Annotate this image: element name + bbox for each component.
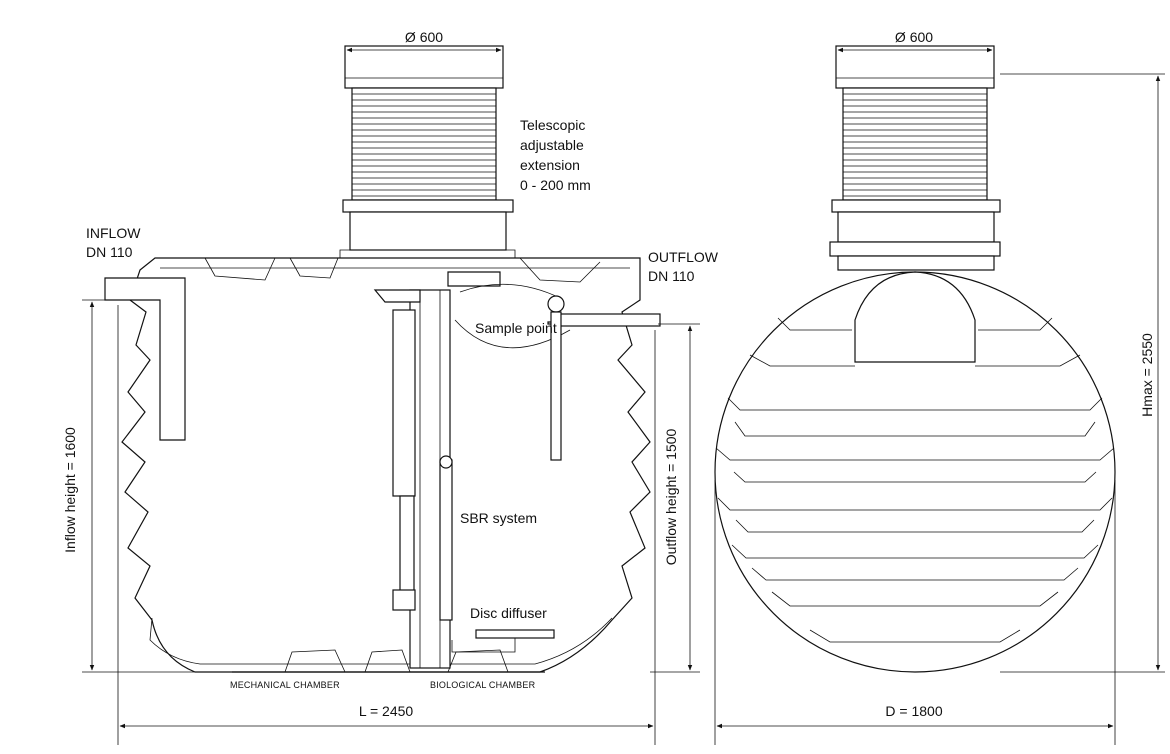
disc-diffuser — [475, 629, 555, 639]
outflow-height-dimension — [650, 323, 700, 673]
outflow-label-line-2: DN 110 — [648, 268, 695, 284]
biological-chamber-label: BIOLOGICAL CHAMBER — [430, 680, 536, 690]
mechanical-chamber-label: MECHANICAL CHAMBER — [230, 680, 340, 690]
outflow-height-label: Outflow height = 1500 — [663, 428, 679, 565]
telescopic-label-line-2: adjustable — [520, 137, 584, 153]
inflow-height-dimension — [82, 299, 230, 673]
telescopic-bellows-front — [842, 87, 988, 201]
inflow-height-label: Inflow height = 1600 — [62, 427, 78, 553]
shaft-collar-front — [835, 45, 995, 89]
diameter-dimension — [714, 480, 1116, 745]
shaft-diameter-left-label: Ø 600 — [405, 29, 443, 45]
outflow-label-line-1: OUTFLOW — [648, 249, 719, 265]
inflow-label-line-1: INFLOW — [86, 225, 141, 241]
sample-point-label: Sample point — [475, 320, 557, 336]
tank-ribs-front — [715, 317, 1115, 643]
side-view — [82, 45, 700, 745]
length-dimension — [117, 305, 656, 745]
disc-diffuser-label: Disc diffuser — [470, 605, 547, 621]
front-view — [714, 45, 1165, 745]
diameter-label: D = 1800 — [885, 703, 942, 719]
shaft-diameter-right-label: Ø 600 — [895, 29, 933, 45]
sbr-system-label: SBR system — [460, 510, 537, 526]
telescopic-label-line-1: Telescopic — [520, 117, 585, 133]
telescopic-label-line-4: 0 - 200 mm — [520, 177, 591, 193]
hmax-dimension — [1000, 73, 1165, 673]
inflow-label-line-2: DN 110 — [86, 244, 133, 260]
telescopic-bellows-side — [351, 87, 497, 201]
length-label: L = 2450 — [359, 703, 414, 719]
telescopic-label-line-3: extension — [520, 157, 580, 173]
shaft-collar-side — [344, 45, 504, 89]
hmax-label: Hmax = 2550 — [1139, 333, 1155, 417]
